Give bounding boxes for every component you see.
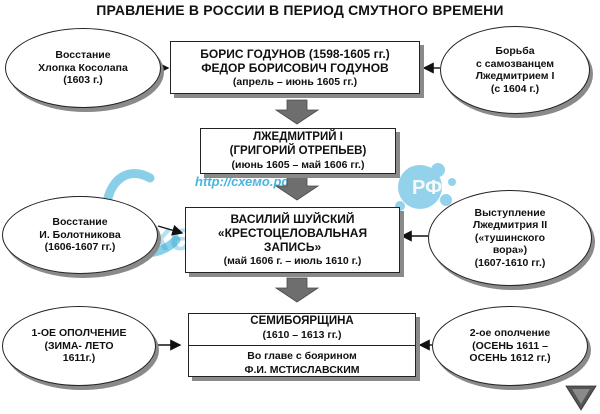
box-boris-godunov: БОРИС ГОДУНОВ (1598-1605 гг.) ФЕДОР БОРИ…	[170, 41, 420, 94]
oval-first-militia: 1-ОЕ ОПОЛЧЕНИЕ (ЗИМА- ЛЕТО 1611г.)	[2, 306, 156, 386]
oval-r1-line-2: с самозванцем	[475, 57, 555, 70]
oval-l3-line-2: (ЗИМА- ЛЕТО	[44, 339, 114, 352]
box-4-line-4: Ф.И. МСТИСЛАВСКИМ	[244, 363, 360, 376]
oval-r3-line-1: 2-ое ополчение	[469, 327, 551, 340]
oval-bolotnikov-uprising: Восстание И. Болотникова (1606-1607 гг.)	[2, 196, 158, 274]
box-2-line-3: (июнь 1605 – май 1606 гг.)	[231, 159, 365, 171]
box-4-line-1: СЕМИБОЯРЩИНА	[250, 314, 354, 327]
box-2-line-2: (ГРИГОРИЙ ОТРЕПЬЕВ)	[229, 145, 367, 157]
oval-r2-line-3: («тушинского	[474, 231, 546, 244]
oval-r3-line-2: (ОСЕНЬ 1611 –	[472, 339, 548, 352]
oval-l2-line-3: (1606-1607 гг.)	[44, 241, 116, 254]
oval-r2-line-5: (1607-1610 гг.)	[474, 256, 546, 269]
box-2-line-1: ЛЖЕДМИТРИЙ I	[253, 131, 343, 143]
box-3-line-4: (май 1606 г. – июль 1610 г.)	[223, 255, 362, 267]
watermark-url: http://схемо.рф	[195, 174, 293, 189]
oval-r2-line-1: Выступление	[474, 206, 546, 219]
oval-r2-line-2: Лжедмитрия II	[472, 219, 548, 232]
box-3-line-3: ЗАПИСЬ»	[263, 240, 322, 254]
oval-second-militia: 2-ое ополчение (ОСЕНЬ 1611 – ОСЕНЬ 1612 …	[432, 306, 588, 386]
down-arrow-2	[274, 175, 320, 201]
oval-r1-line-1: Борьба	[495, 45, 535, 57]
down-arrow-1	[274, 99, 320, 125]
oval-l1-line-1: Восстание	[55, 49, 111, 62]
arrow-left-2	[157, 224, 184, 236]
watermark-badge: РФ	[412, 177, 442, 199]
down-arrow-3	[274, 277, 320, 303]
box-1-line-1: БОРИС ГОДУНОВ (1598-1605 гг.)	[200, 46, 390, 61]
oval-l1-line-3: (1603 г.)	[63, 74, 103, 87]
oval-l2-line-2: И. Болотникова	[39, 228, 121, 241]
oval-lzhedmitry-2: Выступление Лжедмитрия II («тушинского в…	[428, 190, 592, 286]
box-4-divider	[189, 344, 415, 346]
oval-l3-line-1: 1-ОЕ ОПОЛЧЕНИЕ	[31, 327, 127, 340]
box-lzhedmitry-1: ЛЖЕДМИТРИЙ I (ГРИГОРИЙ ОТРЕПЬЕВ) (июнь 1…	[200, 128, 396, 174]
oval-r2-line-4: вора»)	[492, 244, 528, 257]
box-4-line-2: (1610 – 1613 гг.)	[262, 328, 342, 341]
oval-struggle-impostor: Борьба с самозванцем Лжедмитрием I (с 16…	[440, 26, 590, 114]
box-4-line-3: Во главе с боярином	[247, 349, 357, 362]
watermark-splash	[398, 165, 442, 209]
box-1-line-3: (апрель – июнь 1605 гг.)	[232, 75, 358, 88]
oval-r1-line-4: (с 1604 г.)	[490, 82, 540, 95]
oval-l1-line-2: Хлопка Косолапа	[38, 61, 128, 74]
box-1-line-2: ФЕДОР БОРИСОВИЧ ГОДУНОВ	[201, 60, 389, 75]
box-semiboyarshchina: СЕМИБОЯРЩИНА (1610 – 1613 гг.) Во главе …	[188, 313, 416, 377]
oval-l2-line-1: Восстание	[52, 216, 108, 229]
diagram-title: ПРАВЛЕНИЕ В РОССИИ В ПЕРИОД СМУТНОГО ВРЕ…	[96, 2, 504, 18]
oval-r3-line-3: ОСЕНЬ 1612 гг.)	[469, 352, 551, 365]
oval-khlopko-uprising: Восстание Хлопка Косолапа (1603 г.)	[5, 28, 161, 108]
corner-triangle-icon	[565, 385, 597, 411]
box-3-line-1: ВАСИЛИЙ ШУЙСКИЙ	[230, 212, 355, 226]
box-3-line-2: «КРЕСТОЦЕЛОВАЛЬНАЯ	[217, 226, 368, 240]
oval-r1-line-3: Лжедмитрием I	[475, 70, 555, 82]
box-vasily-shuisky: ВАСИЛИЙ ШУЙСКИЙ «КРЕСТОЦЕЛОВАЛЬНАЯ ЗАПИС…	[185, 207, 400, 273]
oval-l3-line-3: 1611г.)	[62, 352, 96, 365]
